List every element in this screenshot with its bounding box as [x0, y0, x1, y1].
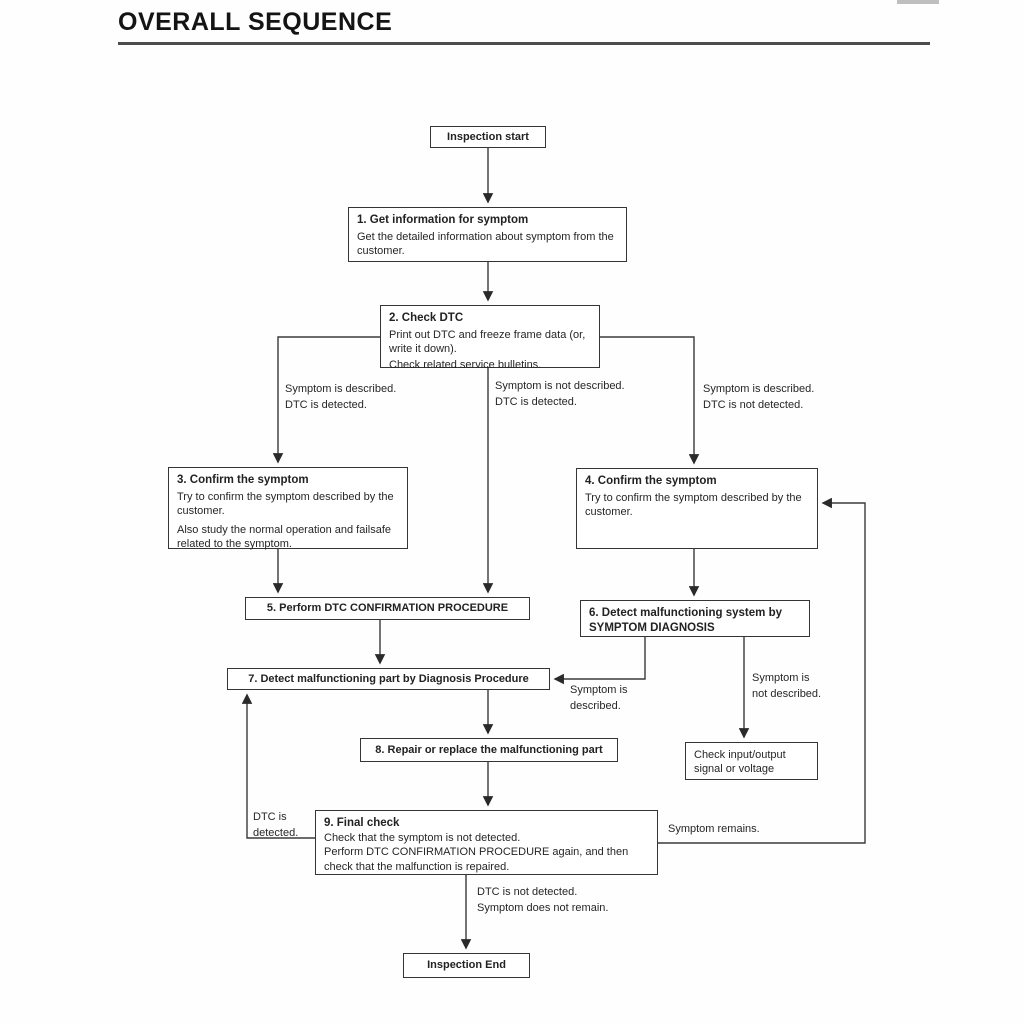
- edge-label-dtc-detected: DTC is detected.: [253, 811, 299, 839]
- step1-title: 1. Get information for symptom: [357, 214, 529, 226]
- edge-label-symptom-not-described: Symptom is not described.: [752, 672, 822, 700]
- step8-title: 8. Repair or replace the malfunctioning …: [375, 743, 603, 756]
- step3-body-1: Try to confirm the symptom described by …: [177, 490, 394, 518]
- flow-box-step7: 7. Detect malfunctioning part by Diagnos…: [227, 668, 550, 690]
- inspection-end-label: Inspection End: [427, 959, 506, 972]
- step9-title: 9. Final check: [324, 817, 400, 829]
- edge-label-left-branch: Symptom is described. DTC is detected.: [285, 383, 397, 411]
- check-io-body: Check input/output signal or voltage: [694, 749, 786, 776]
- inspection-start-label: Inspection start: [447, 130, 529, 143]
- title-underline: [118, 42, 930, 45]
- flow-box-step2: 2. Check DTC Print out DTC and freeze fr…: [380, 305, 600, 371]
- step9-body-1: Check that the symptom is not detected.: [324, 831, 521, 844]
- flow-box-inspection-end: Inspection End: [403, 953, 530, 978]
- step1-body: Get the detailed information about sympt…: [357, 230, 614, 258]
- step4-title: 4. Confirm the symptom: [585, 475, 717, 487]
- edge-label-middle-branch: Symptom is not described. DTC is detecte…: [495, 380, 625, 408]
- edge-label-right-branch: Symptom is described. DTC is not detecte…: [703, 383, 815, 411]
- step3-title: 3. Confirm the symptom: [177, 474, 309, 486]
- step2-body-1: Print out DTC and freeze frame data (or,…: [389, 328, 586, 356]
- flow-box-step9: 9. Final check Check that the symptom is…: [315, 810, 658, 875]
- step6-title: 6. Detect malfunctioning system by SYMPT…: [589, 607, 782, 634]
- flow-box-step6: 6. Detect malfunctioning system by SYMPT…: [580, 600, 810, 637]
- edge-label-dtc-not-detected: DTC is not detected. Symptom does not re…: [477, 886, 609, 914]
- step4-body: Try to confirm the symptom described by …: [585, 491, 802, 519]
- flow-box-inspection-start: Inspection start: [430, 126, 546, 148]
- step9-body-2: Perform DTC CONFIRMATION PROCEDURE again…: [324, 846, 629, 873]
- flow-box-step3: 3. Confirm the symptom Try to confirm th…: [168, 467, 408, 550]
- flow-box-step4: 4. Confirm the symptom Try to confirm th…: [576, 468, 818, 549]
- flow-box-step5: 5. Perform DTC CONFIRMATION PROCEDURE: [245, 597, 530, 620]
- flow-box-step8: 8. Repair or replace the malfunctioning …: [360, 738, 618, 762]
- edge-label-symptom-described: Symptom is described.: [570, 684, 628, 712]
- step7-title: 7. Detect malfunctioning part by Diagnos…: [248, 672, 529, 685]
- step3-body-2: Also study the normal operation and fail…: [177, 523, 392, 550]
- step2-body-2: Check related service bulletins.: [389, 358, 542, 371]
- edge-label-symptom-remains: Symptom remains.: [668, 823, 760, 835]
- step5-title: 5. Perform DTC CONFIRMATION PROCEDURE: [266, 602, 509, 615]
- flow-box-check-io: Check input/output signal or voltage: [685, 742, 818, 780]
- step2-title: 2. Check DTC: [389, 312, 464, 324]
- page-corner-artifact: [897, 0, 939, 4]
- flow-box-step1: 1. Get information for symptom Get the d…: [348, 207, 627, 262]
- page-title: OVERALL SEQUENCE: [118, 8, 393, 36]
